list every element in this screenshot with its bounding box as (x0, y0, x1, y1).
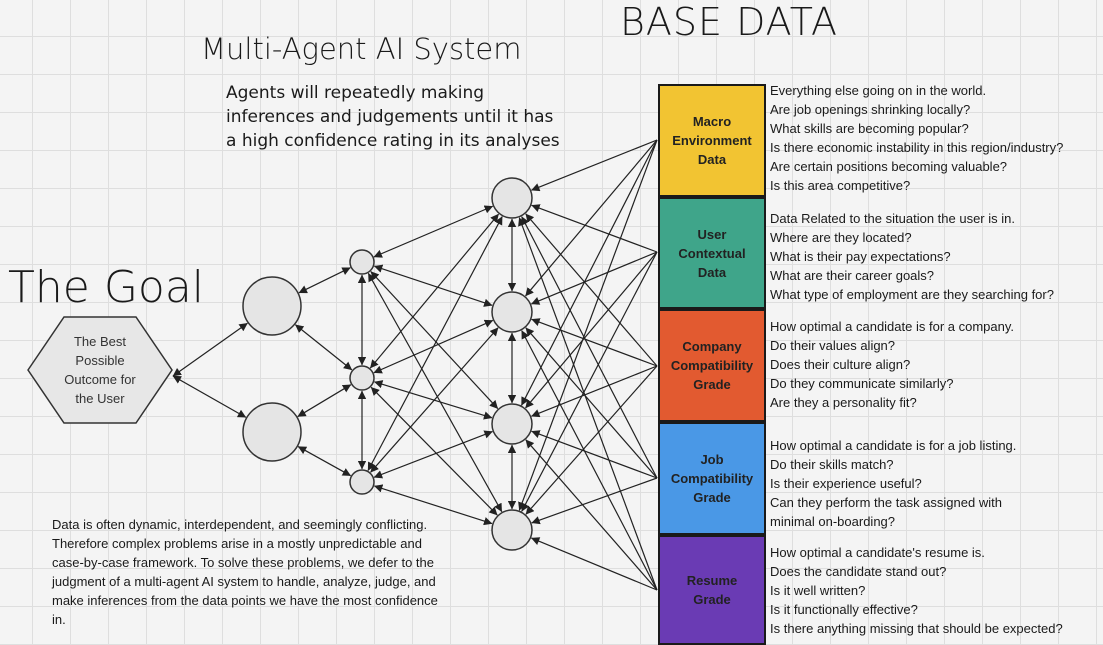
question-line: Is this area competitive? (770, 178, 911, 193)
data-to-agent-arrow (525, 327, 658, 479)
data-to-agent-arrow (531, 318, 658, 367)
agent-link-arrow (373, 484, 493, 526)
agent-node-medium (491, 177, 533, 219)
system-subtitle: Agents will repeatedly making inferences… (226, 83, 560, 151)
goal-text: The Best Possible Outcome for the User (64, 334, 136, 406)
data-to-agent-arrow (531, 365, 658, 418)
goal-link-arrow (172, 322, 248, 377)
category-label: Company Compatibility Grade (670, 339, 754, 392)
question-line: Is their experience useful? (770, 476, 922, 491)
category-questions-2: Data Related to the situation the user i… (770, 209, 1100, 304)
data-to-agent-arrow (531, 537, 658, 591)
question-line: Is it functionally effective? (770, 602, 918, 617)
question-line: How optimal a candidate's resume is. (770, 545, 985, 560)
category-box-4: Job Compatibility Grade (658, 422, 766, 535)
category-questions-3: How optimal a candidate is for a company… (770, 317, 1100, 412)
data-to-agent-arrow (525, 439, 658, 591)
category-label: Macro Environment Data (672, 114, 752, 167)
agent-link-arrow (298, 267, 351, 294)
agent-node-small (349, 365, 375, 391)
question-line: Everything else going on in the world. (770, 83, 987, 98)
question-line: Are certain positions becoming valuable? (770, 159, 1008, 174)
agent-link-arrow (295, 324, 353, 371)
agent-link-arrow (373, 430, 493, 479)
agent-link-arrow (370, 386, 498, 516)
question-line: Does the candidate stand out? (770, 564, 947, 579)
agent-link-arrow (297, 384, 352, 418)
data-to-agent-arrow (518, 139, 658, 511)
agent-link-arrow (373, 205, 494, 258)
goal-hexagon (27, 316, 173, 424)
data-to-agent-arrow (531, 139, 658, 192)
agent-node-medium (491, 403, 533, 445)
question-line: Are they a personality fit? (770, 395, 917, 410)
question-line: What skills are becoming popular? (770, 121, 969, 136)
data-to-agent-arrow (531, 430, 658, 479)
question-line: Are job openings shrinking locally? (770, 102, 971, 117)
question-line: Can they perform the task assigned with (770, 495, 1002, 510)
data-to-agent-arrow (531, 251, 658, 305)
data-to-agent-arrow (521, 330, 658, 591)
base-data-title: BASE DATA (620, 0, 838, 44)
agent-node-small (349, 249, 375, 275)
question-line: Do their values align? (770, 338, 896, 353)
agent-node-large (242, 402, 302, 462)
agent-link-arrow (374, 380, 493, 420)
data-to-agent-arrow (521, 251, 658, 512)
question-line: Data Related to the situation the user i… (770, 211, 1015, 226)
question-line: Does their culture align? (770, 357, 911, 372)
question-line: Is there anything missing that should be… (770, 621, 1063, 636)
category-label: Job Compatibility Grade (670, 452, 754, 505)
data-to-agent-arrow (521, 216, 658, 479)
data-to-agent-arrow (525, 213, 658, 367)
category-questions-1: Everything else going on in the world. Ar… (770, 81, 1100, 195)
category-box-3: Company Compatibility Grade (658, 309, 766, 422)
category-box-5: Resume Grade (658, 535, 766, 645)
category-label: User Contextual Data (678, 226, 746, 280)
agent-node-medium (491, 291, 533, 333)
agent-link-arrow (367, 216, 503, 471)
goal-title: The Goal (8, 262, 205, 313)
question-line: What type of employment are they searchi… (770, 287, 1054, 302)
question-line: Is it well written? (770, 583, 866, 598)
agent-link-arrow (297, 446, 352, 477)
data-to-agent-arrow (518, 217, 658, 591)
data-to-agent-arrow (531, 477, 658, 525)
question-line: Is there economic instability in this re… (770, 140, 1064, 155)
question-line: How optimal a candidate is for a company… (770, 319, 1014, 334)
agent-node-medium (491, 509, 533, 551)
data-to-agent-arrow (531, 204, 658, 253)
category-questions-4: How optimal a candidate is for a job lis… (770, 436, 1100, 531)
data-to-agent-arrow (525, 139, 658, 297)
data-to-agent-arrow (525, 365, 658, 515)
agent-node-small (349, 469, 375, 495)
agent-node-large (242, 276, 302, 336)
goal-link-arrow (172, 375, 247, 418)
data-to-agent-arrow (521, 139, 658, 406)
category-label: Resume Grade (686, 573, 738, 607)
agent-link-arrow (373, 264, 493, 307)
question-line: How optimal a candidate is for a job lis… (770, 438, 1017, 453)
question-line: What are their career goals? (770, 268, 935, 283)
question-line: Where are they located? (770, 230, 912, 245)
category-box-2: User Contextual Data (658, 197, 766, 309)
question-line: Do their skills match? (770, 457, 894, 472)
agent-link-arrow (367, 272, 503, 513)
data-to-agent-arrow (525, 251, 658, 409)
system-title: Multi-Agent AI System (201, 32, 522, 66)
category-box-1: Macro Environment Data (658, 84, 766, 197)
question-line: What is their pay expectations? (770, 249, 951, 264)
question-line: Do they communicate similarly? (770, 376, 954, 391)
explanation-text: Data is often dynamic, interdependent, a… (52, 517, 438, 627)
category-questions-5: How optimal a candidate's resume is. Does… (770, 543, 1100, 638)
question-line: minimal on-boarding? (770, 514, 896, 529)
